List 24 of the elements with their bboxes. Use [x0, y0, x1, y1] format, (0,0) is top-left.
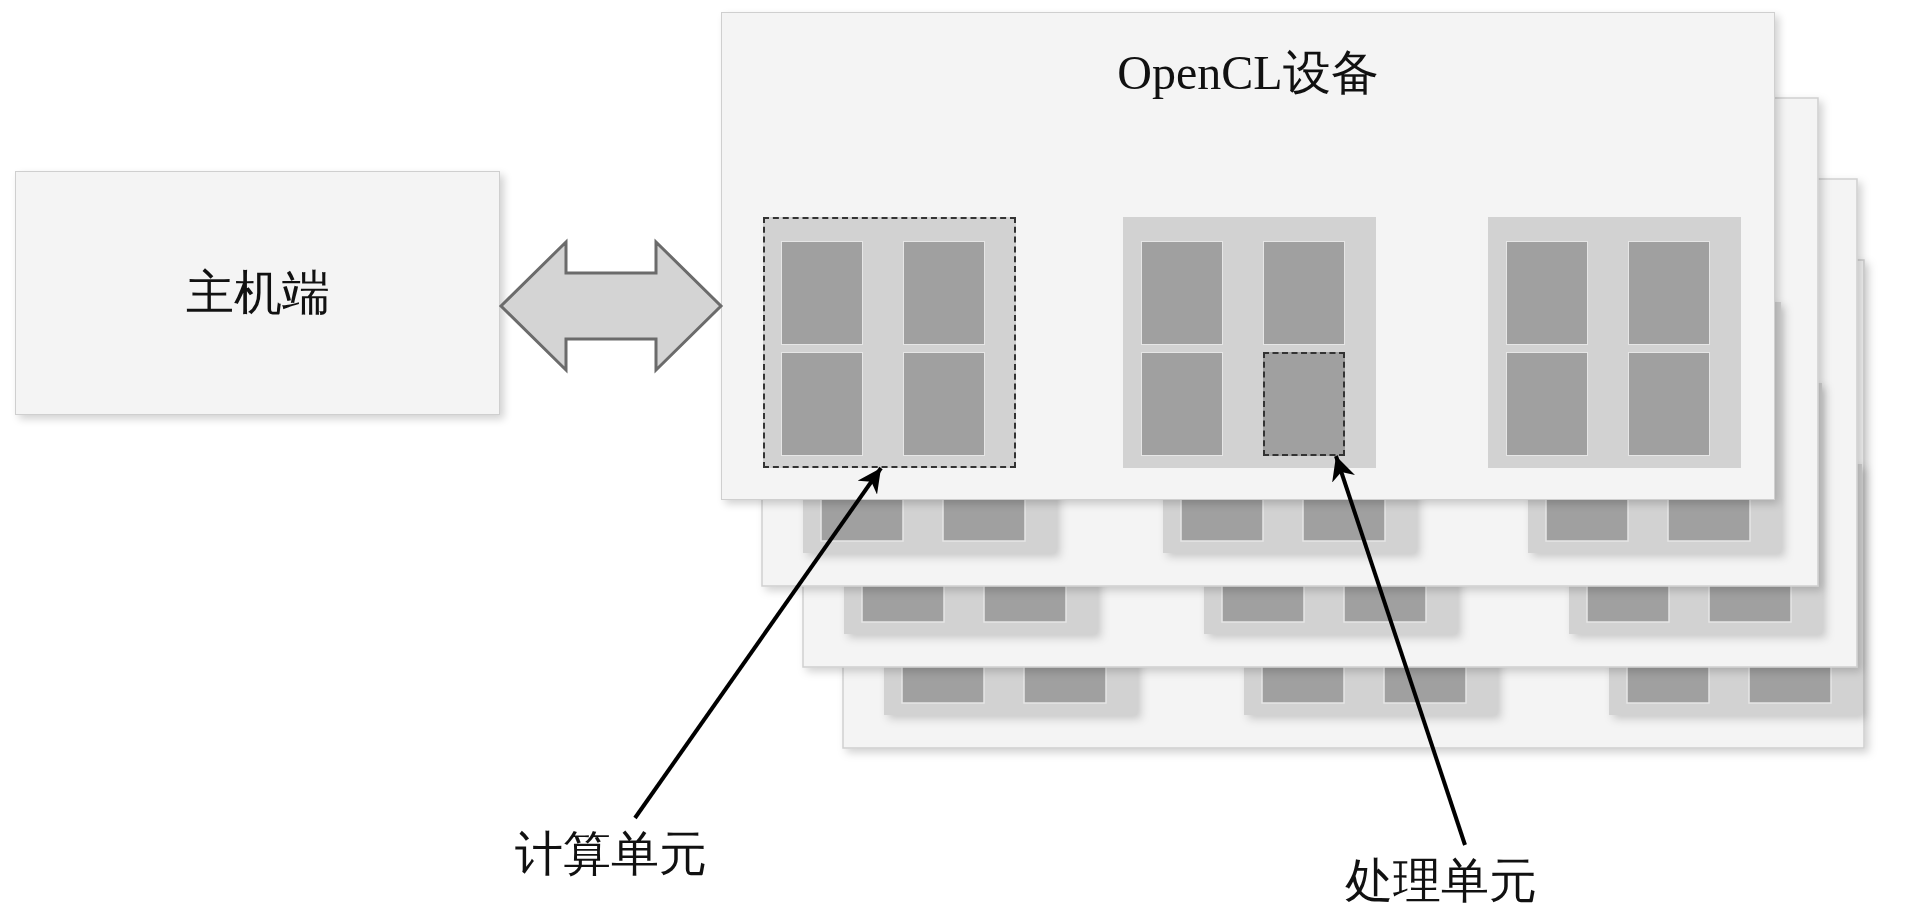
processing-element-box [1628, 241, 1710, 345]
processing-element-box [1141, 241, 1223, 345]
device-title: OpenCL设备 [1117, 45, 1379, 101]
compute-unit-box [1123, 217, 1376, 468]
processing-element-box [1263, 241, 1345, 345]
double-arrow [498, 238, 724, 374]
processing-element-box [1506, 352, 1588, 456]
device-card [721, 12, 1775, 500]
callout-label: 计算单元 [515, 826, 707, 882]
processing-element-box [1628, 352, 1710, 456]
processing-element-box [903, 241, 985, 345]
processing-element-box [781, 241, 863, 345]
processing-element-box [1141, 352, 1223, 456]
arrow [633, 466, 883, 820]
compute-unit-box [763, 217, 1016, 468]
compute-unit-box [1488, 217, 1741, 468]
host-label: 主机端 [185, 265, 330, 321]
arrow [1332, 455, 1467, 846]
processing-element-box [781, 352, 863, 456]
host-box [15, 171, 500, 415]
processing-element-box [1506, 241, 1588, 345]
processing-element-box [903, 352, 985, 456]
callout-label: 处理单元 [1345, 853, 1537, 909]
processing-element-box [1263, 352, 1345, 456]
